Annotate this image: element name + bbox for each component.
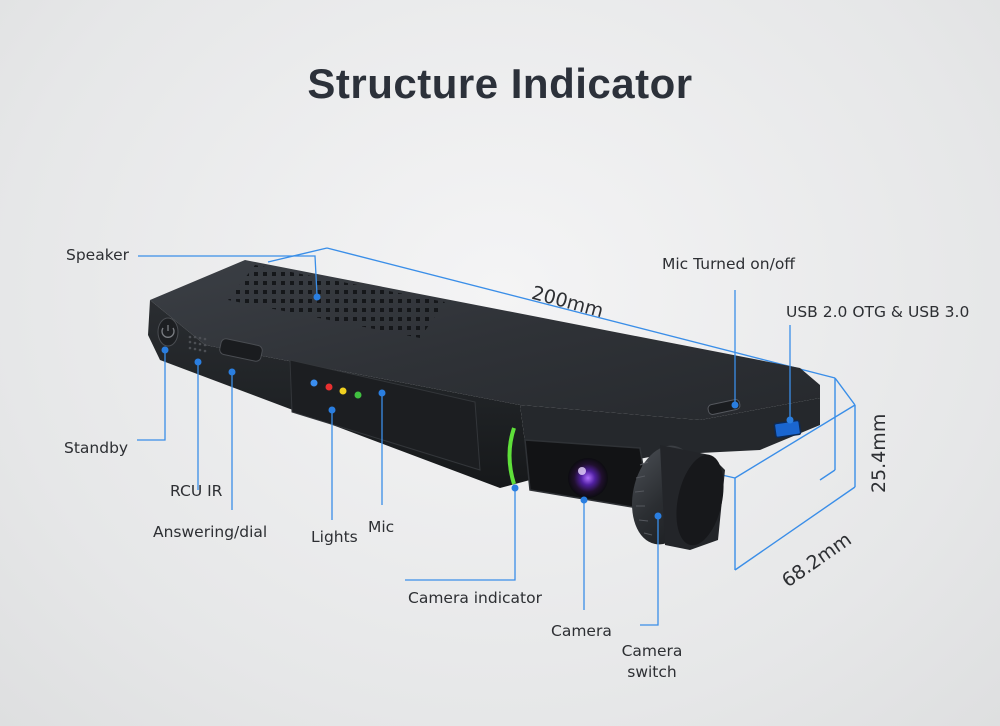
label-camera-switch-line2: switch: [627, 663, 677, 681]
callout-lines: [137, 255, 791, 626]
dimension-box: [267, 247, 856, 571]
label-standby: Standby: [64, 439, 129, 457]
callout-dots: [161, 293, 794, 520]
label-speaker: Speaker: [66, 246, 130, 264]
camera-indicator-ring: [507, 427, 516, 485]
label-rcu-ir: RCU IR: [170, 482, 223, 500]
label-lights: Lights: [311, 528, 358, 546]
standby-button[interactable]: [157, 317, 179, 347]
label-mic-toggle: Mic Turned on/off: [662, 255, 795, 273]
label-camera-indicator: Camera indicator: [408, 589, 542, 607]
label-camera-switch-line1: Camera: [621, 642, 683, 660]
device: [148, 260, 820, 550]
led-blue: [310, 379, 318, 387]
label-usb: USB 2.0 OTG & USB 3.0: [786, 303, 970, 321]
answering-dial-button[interactable]: [219, 338, 263, 362]
dimension-height: 25.4mm: [868, 413, 890, 493]
front-panel: [289, 359, 481, 471]
led-green: [354, 391, 362, 399]
usb-port: [773, 419, 802, 439]
led-red: [325, 383, 333, 391]
led-yellow: [339, 387, 347, 395]
label-camera-switch: Camera switch: [612, 641, 692, 683]
label-answering-dial: Answering/dial: [153, 523, 268, 541]
page-title: Structure Indicator: [307, 60, 693, 107]
rcu-ir-window: [188, 335, 207, 353]
camera-lens: [568, 458, 608, 498]
label-camera: Camera: [551, 622, 612, 640]
label-mic: Mic: [368, 518, 395, 536]
